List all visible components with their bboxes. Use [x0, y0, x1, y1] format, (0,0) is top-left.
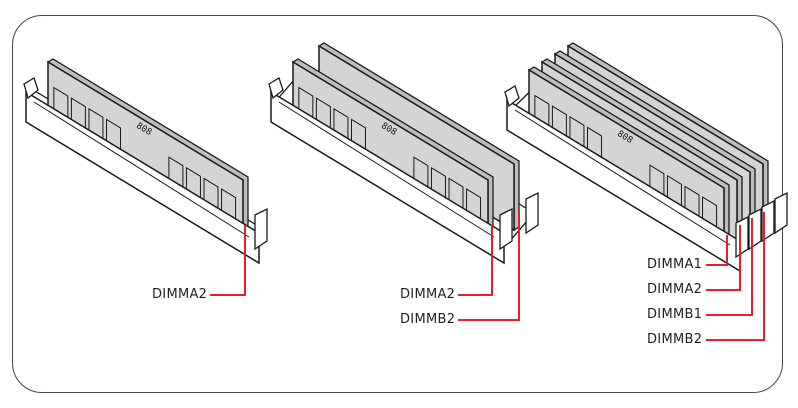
slot-latch-right [254, 207, 268, 251]
label-config3-dimma1: DIMMA1 [647, 257, 703, 272]
slot-latch-right [735, 215, 749, 259]
leader-line [458, 212, 520, 321]
slot-latch-right [525, 191, 539, 235]
leader-line [458, 225, 493, 296]
slot-groove [278, 101, 495, 238]
slot-groove [514, 109, 731, 246]
slot-latch-right [748, 207, 762, 251]
label-config3-dimmb1: DIMMB1 [647, 307, 703, 322]
label-config1-dimma2: DIMMA2 [152, 287, 208, 302]
label-config3-dimmb2: DIMMB2 [647, 332, 703, 347]
slot-latch-right [499, 207, 513, 251]
leader-line [706, 212, 765, 341]
leader-line [210, 225, 246, 296]
label-config3-dimma2: DIMMA2 [647, 282, 703, 297]
leader-line [706, 218, 753, 316]
slot-groove [33, 101, 250, 238]
slot-latch-right [774, 191, 788, 235]
label-config2-dimmb2: DIMMB2 [400, 312, 456, 327]
dimm-slot-front [270, 90, 505, 265]
slot-latch-left [504, 85, 520, 108]
slot-latch-left [268, 77, 284, 100]
leader-line [706, 235, 728, 266]
dimm-slot-front [25, 90, 260, 265]
slot-latch-left [23, 77, 39, 100]
label-config2-dimma2: DIMMA2 [400, 287, 456, 302]
leader-line [706, 225, 741, 291]
